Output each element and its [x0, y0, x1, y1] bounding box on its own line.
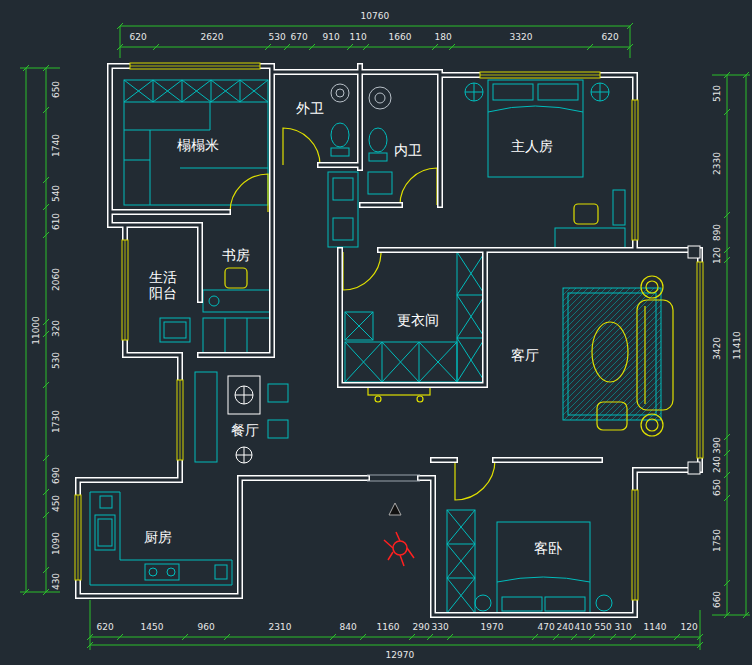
dining-table [228, 376, 260, 463]
dimension-text: 1660 [389, 33, 412, 42]
dimension-text: 670 [291, 33, 308, 42]
dimension-text: 660 [713, 590, 722, 607]
dimension-text: 620 [130, 33, 147, 42]
dimension-text: 240 [713, 455, 722, 472]
room-area: 客厅 [485, 250, 700, 470]
dimension-text: 470 [538, 623, 555, 632]
dimension-text: 120 [713, 246, 722, 263]
doors-and-seats [225, 128, 673, 500]
dimension-text: 620 [602, 33, 619, 42]
room-area: 餐厅 [180, 360, 300, 475]
dimension-text: 650 [713, 478, 722, 495]
windows [75, 63, 703, 600]
dimension-text: 330 [432, 623, 449, 632]
furniture [90, 80, 661, 615]
dimension-lines [20, 23, 750, 650]
entry-arrow [389, 503, 401, 515]
dimension-text: 2330 [712, 152, 721, 175]
room-label: 主人房 [511, 138, 553, 154]
dimension-text: 2620 [201, 33, 224, 42]
dimension-text: 1140 [644, 623, 667, 632]
dimension-text: 550 [595, 623, 612, 632]
dimension-text: 1730 [51, 410, 60, 433]
walls [78, 66, 700, 615]
room-label: 书房 [222, 247, 250, 263]
room-label: 厨房 [144, 529, 172, 545]
dimension-text: 3320 [510, 33, 533, 42]
dimension-text: 320 [52, 319, 61, 336]
dimension-text: 240 [557, 623, 574, 632]
room-label: 餐厅 [231, 422, 259, 438]
dimension-text: 290 [413, 623, 430, 632]
dimension-text: 840 [340, 623, 357, 632]
dimension-text: 1450 [141, 623, 164, 632]
room-area: 外卫 [274, 72, 360, 165]
dimension-text: 1160 [377, 623, 400, 632]
dimension-text: 540 [52, 184, 61, 201]
dimension-text: 2060 [51, 268, 60, 291]
room-label: 榻榻米 [177, 137, 219, 153]
dimension-text: 110 [350, 33, 367, 42]
room-area: 榻榻米 [112, 68, 272, 210]
dimension-text: 11000 [31, 316, 40, 345]
dimension-text: 390 [713, 436, 722, 453]
room-area: 生活阳台 [128, 225, 200, 355]
room-label: 客卧 [534, 540, 562, 556]
dimension-text: 11410 [732, 331, 741, 360]
dimension-text: 530 [269, 33, 286, 42]
room-label: 客厅 [511, 347, 539, 363]
dimension-text: 120 [681, 623, 698, 632]
dimension-text: 3420 [712, 337, 721, 360]
room-label: 生活阳台 [148, 269, 178, 301]
dimension-text: 650 [52, 80, 61, 97]
dimension-text: 910 [323, 33, 340, 42]
room-area: 厨房 [80, 480, 240, 595]
dimension-text: 620 [97, 623, 114, 632]
dimension-text: 960 [198, 623, 215, 632]
dimension-text: 690 [52, 466, 61, 483]
dimension-text: 1740 [51, 134, 60, 157]
dimension-text: 430 [52, 572, 61, 589]
bay-corners [688, 246, 700, 474]
dimension-text: 2310 [269, 623, 292, 632]
entrance-door [367, 475, 420, 481]
dimension-text: 530 [52, 351, 61, 368]
room-area: 更衣间 [340, 250, 485, 385]
room-area: 内卫 [362, 75, 440, 205]
room-label: 外卫 [296, 100, 324, 116]
window-glass [78, 66, 700, 600]
dimension-text: 1750 [712, 529, 721, 552]
room-area: 书房 [200, 212, 270, 355]
dimension-text: 890 [713, 223, 722, 240]
dimension-text: 450 [52, 494, 61, 511]
person-figure [384, 532, 414, 566]
room-label: 内卫 [394, 142, 422, 158]
dimension-text: 610 [52, 212, 61, 229]
room-area: 客卧 [435, 460, 632, 615]
room-area: 主人房 [445, 75, 632, 250]
dimension-text: 12970 [386, 651, 415, 660]
dimension-text: 510 [713, 84, 722, 101]
dimension-text: 410 [575, 623, 592, 632]
room-label: 更衣间 [397, 312, 439, 328]
dimension-text: 10760 [361, 12, 390, 21]
dimension-text: 1090 [51, 532, 60, 555]
dimension-text: 180 [435, 33, 452, 42]
dimension-text: 310 [615, 623, 632, 632]
dimension-text: 1970 [481, 623, 504, 632]
